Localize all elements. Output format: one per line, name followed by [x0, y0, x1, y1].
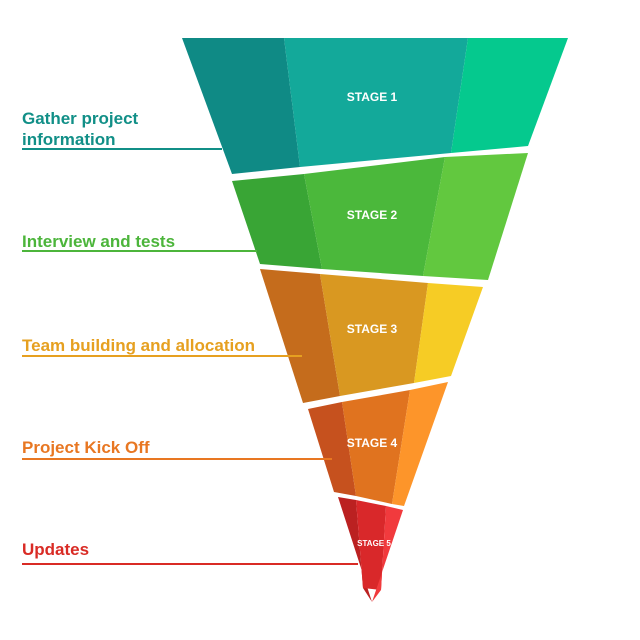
stage-4-description-line-1: Project Kick Off: [22, 438, 150, 457]
funnel-stage-1-left-band: [182, 38, 300, 174]
funnel-stage-2-label: STAGE 2: [347, 208, 398, 222]
funnel-stage-4-middle-band: [342, 390, 410, 504]
funnel-stage-5-right-band: [372, 506, 403, 602]
funnel-stage-1-right-band: [451, 38, 568, 153]
funnel-stage-5-label: STAGE 5: [357, 539, 391, 548]
stage-2-description: Interview and tests: [22, 231, 175, 252]
funnel-stage-4-right-band: [392, 382, 448, 506]
stage-1-leader-line: [22, 148, 222, 150]
funnel-stage-1-label: STAGE 1: [347, 90, 398, 104]
funnel-stage-4-left-band: [308, 402, 356, 496]
stage-1-description-line-1: Gather project: [22, 109, 139, 128]
funnel-stage-2-right-band: [423, 153, 528, 280]
funnel-stage-5-middle-band: [356, 500, 386, 590]
stage-4-leader-line: [22, 458, 332, 460]
funnel-stage-4-label: STAGE 4: [347, 436, 398, 450]
funnel-stage-3-right-band: [414, 283, 483, 383]
stage-2-description-line-1: Interview and tests: [22, 232, 176, 251]
funnel-stage-2-left-band: [232, 174, 322, 269]
funnel-stage-2: STAGE 2: [232, 153, 528, 280]
stage-3-leader-line: [22, 355, 302, 357]
funnel-stage-5: STAGE 5: [338, 497, 403, 602]
stage-4-description: Project Kick Off: [22, 437, 150, 458]
stage-1-description: Gather project information: [22, 108, 138, 150]
funnel-stage-1-middle-band: [284, 38, 468, 167]
funnel-stage-1: STAGE 1: [182, 38, 568, 174]
funnel-stage-3-middle-band: [320, 274, 428, 396]
stage-5-description-line-1: Updates: [22, 540, 90, 559]
funnel-stage-3-left-band: [260, 269, 340, 403]
funnel-stage-2-middle-band: [304, 157, 445, 276]
stage-3-description: Team building and allocation: [22, 335, 255, 356]
stage-2-leader-line: [22, 250, 257, 252]
stage-1-description-line-2: information: [22, 130, 116, 149]
funnel-stage-4: STAGE 4: [308, 382, 448, 506]
stage-3-description-line-1: Team building and allocation: [22, 336, 255, 355]
stage-5-description: Updates: [22, 539, 89, 560]
funnel-stage-3: STAGE 3: [260, 269, 483, 403]
stage-5-leader-line: [22, 563, 358, 565]
funnel-stage-3-label: STAGE 3: [347, 322, 398, 336]
